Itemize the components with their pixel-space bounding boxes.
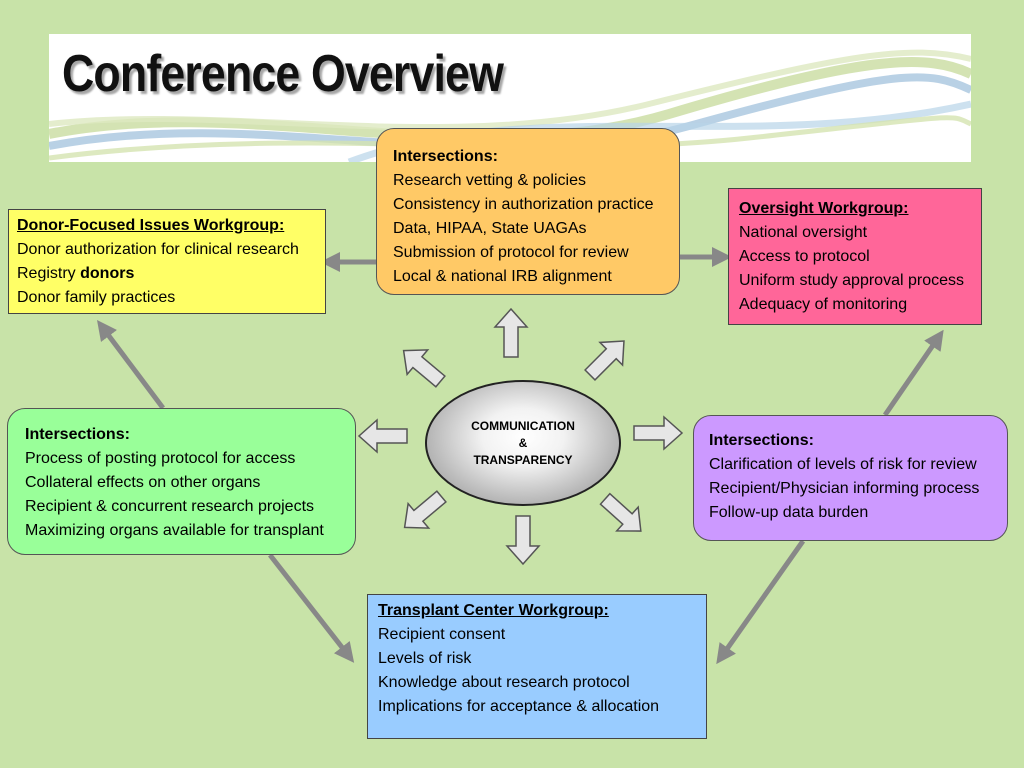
list-item: Access to protocol (739, 248, 870, 265)
connector-right-to-transplant (716, 539, 806, 665)
list-item: Uniform study approval process (739, 272, 964, 289)
donors-text: donors (80, 265, 135, 282)
list-item: Donor authorization for clinical researc… (17, 241, 299, 258)
connector-left-to-donor (97, 320, 165, 410)
box-heading: Intersections: (393, 148, 498, 165)
connector-left-to-transplant (268, 553, 355, 663)
block-arrow-up-right (584, 340, 625, 381)
list-item: Local & national IRB alignment (393, 268, 612, 285)
hub-line-1: COMMUNICATION (471, 418, 575, 433)
box-heading: Intersections: (25, 426, 130, 443)
right-intersections-box: Intersections: Clarification of levels o… (693, 415, 1008, 541)
list-item: National oversight (739, 224, 868, 241)
list-item: Consistency in authorization practice (393, 196, 654, 213)
list-item: Maximizing organs available for transpla… (25, 522, 324, 539)
list-item: Adequacy of monitoring (739, 296, 908, 313)
hub-line-3: TRANSPARENCY (473, 452, 573, 467)
registry-text: Registry (17, 265, 81, 282)
list-item: Knowledge about research protocol (378, 674, 630, 691)
list-item: Recipient & concurrent research projects (25, 498, 315, 515)
list-item: Registry donors (17, 262, 317, 286)
block-arrow-up (493, 307, 529, 358)
box-heading: Donor-Focused Issues Workgroup: (17, 217, 285, 234)
block-arrow-right (633, 415, 684, 451)
list-item: Recipient consent (378, 626, 506, 643)
block-arrow-left (357, 418, 408, 454)
page-title: Conference Overview (62, 45, 504, 103)
list-item: Donor family practices (17, 289, 176, 306)
block-arrow-down-right (599, 492, 642, 532)
list-item: Data, HIPAA, State UAGAs (393, 220, 587, 237)
connector-right-to-oversight (882, 329, 944, 417)
oversight-workgroup-box: Oversight Workgroup: National oversight … (728, 188, 982, 325)
donor-workgroup-box: Donor-Focused Issues Workgroup: Donor au… (8, 209, 326, 314)
list-item: Submission of protocol for review (393, 244, 629, 261)
box-heading: Oversight Workgroup: (739, 200, 909, 217)
block-arrow-down (505, 515, 541, 566)
box-heading: Intersections: (709, 432, 814, 449)
list-item: Levels of risk (378, 650, 472, 667)
list-item: Follow-up data burden (709, 504, 869, 521)
block-arrow-down-left (403, 490, 447, 529)
list-item: Research vetting & policies (393, 172, 586, 189)
list-item: Process of posting protocol for access (25, 450, 296, 467)
communication-transparency-hub: COMMUNICATION & TRANSPARENCY (425, 380, 621, 506)
transplant-workgroup-box: Transplant Center Workgroup: Recipient c… (367, 594, 707, 739)
list-item: Implications for acceptance & allocation (378, 698, 660, 715)
list-item: Collateral effects on other organs (25, 474, 261, 491)
list-item: Recipient/Physician informing process (709, 480, 980, 497)
top-intersections-box: Intersections: Research vetting & polici… (376, 128, 680, 295)
list-item: Clarification of levels of risk for revi… (709, 456, 977, 473)
left-intersections-box: Intersections: Process of posting protoc… (7, 408, 356, 555)
box-heading: Transplant Center Workgroup: (378, 602, 609, 619)
hub-line-2: & (518, 435, 528, 450)
block-arrow-up-left (402, 349, 446, 388)
